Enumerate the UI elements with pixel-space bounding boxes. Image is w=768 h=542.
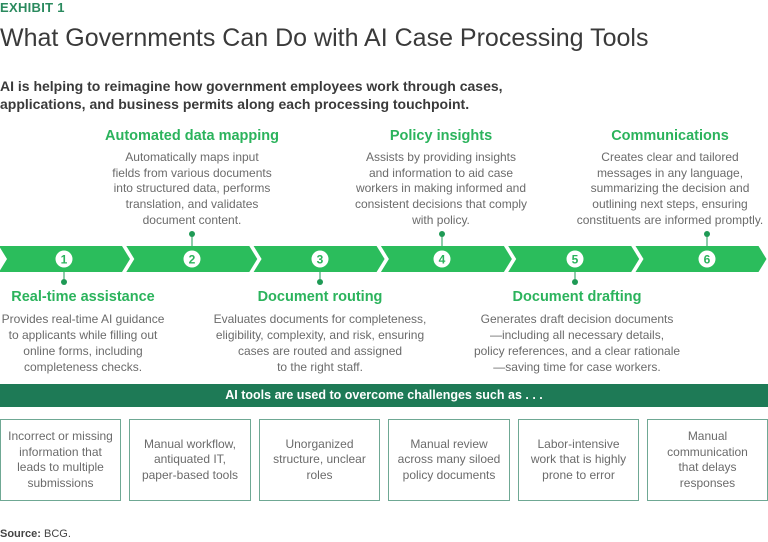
page-title: What Governments Can Do with AI Case Pro… — [0, 24, 649, 52]
challenges-row: Incorrect or missing information that le… — [0, 419, 768, 503]
challenge-box: Incorrect or missing information that le… — [0, 419, 121, 501]
step-number-badge-6 — [698, 250, 716, 268]
step-6-description: Creates clear and tailored messages in a… — [576, 150, 764, 227]
challenge-box: Manual communication that delays respons… — [647, 419, 768, 501]
step-2-description: Automatically maps input fields from var… — [112, 150, 272, 227]
connector-dot-3 — [317, 279, 323, 285]
challenge-box: Manual workflow, antiquated IT, paper-ba… — [129, 419, 251, 501]
step-number-badge-5 — [566, 250, 584, 268]
step-1-title: Real-time assistance — [11, 289, 155, 305]
step-1-description: Provides real-time AI guidance to applic… — [1, 312, 165, 374]
step-5-label: Document drafting Generates draft decisi… — [463, 288, 691, 375]
source-note: Source: BCG. — [0, 527, 71, 541]
step-4-label: Policy insights Assists by providing ins… — [341, 127, 541, 229]
challenge-box: Unorganized structure, unclear roles — [259, 419, 380, 501]
challenge-box: Labor-intensive work that is highly pron… — [518, 419, 639, 501]
step-number-badge-1 — [55, 250, 73, 268]
step-6-label: Communications Creates clear and tailore… — [566, 127, 768, 229]
step-number-badge-2 — [183, 250, 201, 268]
step-number-3: 3 — [317, 253, 324, 267]
step-3-title: Document routing — [257, 289, 383, 305]
step-3-label: Document routing Evaluates documents for… — [204, 288, 436, 375]
connector-dot-4 — [439, 231, 445, 237]
step-number-1: 1 — [61, 253, 68, 267]
step-number-badge-3 — [311, 250, 329, 268]
step-number-badge-4 — [433, 250, 451, 268]
step-number-2: 2 — [189, 253, 196, 267]
connector-dot-2 — [189, 231, 195, 237]
source-label: Source: — [0, 528, 41, 540]
process-flow: 1 2 3 4 5 6 — [0, 231, 767, 285]
step-2-label: Automated data mapping Automatically map… — [97, 127, 287, 229]
challenges-heading: AI tools are used to overcome challenges… — [0, 384, 768, 407]
connector-dot-1 — [61, 279, 67, 285]
step-number-6: 6 — [704, 253, 711, 267]
step-3-description: Evaluates documents for completeness, el… — [213, 312, 427, 374]
step-4-title: Policy insights — [389, 128, 493, 144]
step-1-label: Real-time assistance Provides real-time … — [0, 288, 169, 375]
step-5-title: Document drafting — [512, 289, 642, 305]
step-2-title: Automated data mapping — [104, 128, 279, 144]
step-number-5: 5 — [572, 253, 579, 267]
challenge-box: Manual review across many siloed policy … — [388, 419, 510, 501]
source-value: BCG. — [44, 528, 71, 540]
step-4-description: Assists by providing insights and inform… — [354, 150, 528, 227]
connector-dot-6 — [704, 231, 710, 237]
step-5-description: Generates draft decision documents —incl… — [473, 312, 681, 374]
step-number-4: 4 — [439, 253, 446, 267]
page-subtitle: AI is helping to reimagine how governmen… — [0, 78, 503, 112]
connector-dot-5 — [572, 279, 578, 285]
exhibit-label: EXHIBIT 1 — [0, 0, 65, 15]
step-6-title: Communications — [611, 128, 729, 144]
